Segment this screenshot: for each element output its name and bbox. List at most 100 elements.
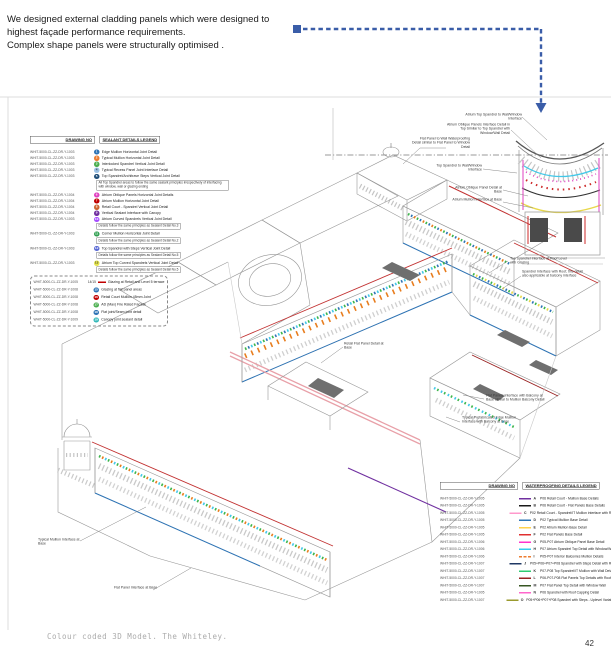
waterproofing-legend-row: WHIT-5000-CL-ZZ-DR-Y-1006 I P05-P07 Inte… — [440, 553, 611, 560]
annotation-label: Typical Prefabricated Edge Mullion Inter… — [462, 416, 516, 424]
drawing-number: WHIT-5000-CL-ZZ-DR-Y-1008 — [33, 303, 78, 307]
legend-row-label: P06-P07-P08 Flat Panels Top Details with… — [540, 576, 611, 581]
legend-row-label: Interlocked Spandrel Vertical Joint Deta… — [101, 162, 165, 166]
waterproofing-legend-row: WHIT-5000-CL-ZZ-DR-Y-1007 O P05+P06+P07+… — [440, 597, 611, 604]
drawing-number: WHIT-5000-CL-ZZ-DR-Y-1008 — [33, 295, 78, 300]
legend-row-letter: M — [533, 583, 537, 588]
inset-detail — [515, 140, 605, 265]
legend-row-letter: K — [533, 569, 537, 573]
annotation-label: Top Spandrel to Wall/Window Interface — [436, 164, 482, 172]
legend-note: Details follow the same principles as Se… — [96, 222, 181, 230]
sealant-legend-row: WHIT-5000-CL-ZZ-DR-Y-1003 1 Edge Mullion… — [30, 149, 260, 155]
waterproofing-legend: DRAWING NO WATERPROOFING DETAILS LEGEND … — [440, 482, 611, 660]
annotation-label: Atrium Mullion Interface at Base — [452, 198, 502, 202]
legend-row-letter: A — [533, 496, 537, 501]
annotation-label: Typical Mullion Interface at Base — [38, 538, 80, 546]
frame-lines — [0, 96, 611, 630]
legend-row-letter: B — [533, 504, 537, 508]
mid-facade-band — [239, 247, 453, 383]
legend-marker-icon: 15 — [93, 287, 99, 293]
legend-row-label: P05+P06+P07+P08 Spandrel with Steps - Up… — [526, 598, 611, 602]
legend-line-swatch — [519, 497, 531, 500]
waterproofing-legend-drawing-no-header: DRAWING NO — [440, 482, 518, 490]
legend-row-label: P07 Atrium Spandrel Top Detail with Wind… — [540, 547, 611, 552]
waterproofing-legend-row: WHIT-5000-CL-ZZ-DR-Y-1006 H P07 Atrium S… — [440, 546, 611, 553]
legend-row-letter: I — [533, 554, 535, 559]
legend-row-label: Retail Court Mullion 45mm Joint — [101, 295, 151, 300]
legend-marker-icon: 5 — [94, 173, 100, 180]
legend-row-label: Edge Mullion Horizontal Joint Detail — [101, 150, 157, 154]
waterproofing-legend-title: WATERPROOFING DETAILS LEGEND — [522, 482, 600, 490]
intro-text: We designed external cladding panels whi… — [7, 13, 307, 52]
legend-row-label: Glazing at Retail and Level 5 terrace — [107, 280, 165, 285]
legend-line-swatch — [519, 505, 531, 507]
legend-row-letter: N — [533, 591, 537, 595]
sealant-legend-row: WHIT-5000-CL-ZZ-DR-Y-1008 17 AD (Max) Fi… — [34, 301, 165, 309]
annotation-label: Flat Panel Interface at Base — [114, 586, 158, 590]
sealant-legend-row: WHIT-5000-CL-ZZ-DR-Y-1004 6 Atrium Obliq… — [30, 192, 260, 198]
legend-row-label: P05+P06+P07+P08 Spandrel with Steps Deta… — [529, 562, 611, 566]
legend-row-letter: O — [520, 598, 524, 602]
sealant-legend-rows: WHIT-5000-CL-ZZ-DR-Y-1003 1 Edge Mullion… — [30, 149, 260, 274]
sealant-legend-row: WHIT-5000-CL-ZZ-DR-Y-1004 8 Retail Court… — [30, 204, 260, 210]
sealant-legend-row: WHIT-5000-CL-ZZ-DR-Y-1003 10 Atrium Curv… — [30, 216, 260, 223]
waterproofing-legend-row: WHIT-5000-CL-ZZ-DR-Y-1005 A P06 Retail C… — [440, 495, 611, 502]
drawing-number: WHIT-5000-CL-ZZ-DR-Y-1005 — [440, 496, 485, 501]
legend-row-label: Atrium Oblique Panels Horizontal Joint D… — [101, 193, 174, 197]
legend-row-letter: F — [533, 533, 536, 537]
legend-row-label: P02 Typical Mullion Base Detail — [540, 518, 588, 523]
legend-line-swatch — [509, 512, 522, 514]
legend-marker-icon: 7 — [94, 198, 100, 204]
drawing-number: WHIT-5000-CL-ZZ-DR-Y-1003 — [30, 232, 75, 236]
legend-marker-icon: 17 — [93, 302, 99, 308]
legend-row-label: Canopy joint sealant detail — [101, 318, 143, 322]
east-block — [469, 239, 601, 357]
legend-row-label: Glazing at flat panel areas — [101, 288, 142, 292]
drawing-number: WHIT-5000-CL-ZZ-DR-Y-1004 — [30, 205, 75, 209]
legend-line-swatch — [519, 526, 531, 529]
legend-row-label: Retail Court - Spandrel Vertical Joint D… — [101, 205, 169, 209]
drawing-number: WHIT-5000-CL-ZZ-DR-Y-1005 — [33, 280, 78, 285]
legend-row-label: P05-P07 Interior Balconies Mullion Detai… — [540, 554, 604, 559]
drawing-number: WHIT-5000-CL-ZZ-DR-Y-1007 — [440, 583, 485, 588]
annotation-label: Flat Panels Interface with Balcony at Ba… — [486, 394, 545, 402]
drawing-number: WHIT-5000-CL-ZZ-DR-Y-1003 — [30, 246, 75, 251]
drawing-number: WHIT-5000-CL-ZZ-DR-Y-1009 — [33, 318, 78, 322]
sealant-legend-row: WHIT-5000-CL-ZZ-DR-Y-1003 5 Top Spandrel… — [30, 173, 260, 180]
drawing-number: WHIT-5000-CL-ZZ-DR-Y-1003 — [30, 261, 75, 265]
drawing-number: WHIT-5000-CL-ZZ-DR-Y-1005 — [440, 504, 485, 508]
drawing-number: WHIT-5000-CL-ZZ-DR-Y-1005 — [440, 511, 485, 515]
legend-note: Details follow the same principles as Se… — [96, 266, 181, 274]
sealant-legend-row: WHIT-5000-CL-ZZ-DR-Y-1008 16 Retail Cour… — [34, 294, 165, 302]
legend-row-letter: D — [533, 518, 537, 523]
legend-row-label: Atrium Curved Spandrels Vertical Joint D… — [101, 217, 172, 222]
drawing-number: WHIT-5000-CL-ZZ-DR-Y-1005 — [440, 518, 485, 523]
waterproofing-legend-rows: WHIT-5000-CL-ZZ-DR-Y-1005 A P06 Retail C… — [440, 495, 611, 604]
annotation-label: Atrium Top Spandrel to Wall/Window Inter… — [465, 113, 522, 121]
intro-line: We designed external cladding panels whi… — [7, 14, 270, 25]
drawing-number: WHIT-5000-CL-ZZ-DR-Y-1006 — [440, 540, 485, 544]
drawing-number: WHIT-5000-CL-ZZ-DR-Y-1004 — [30, 193, 75, 197]
legend-row-label: P07 Flat Panel Top Detail with Window Wa… — [540, 583, 606, 588]
drawing-number: WHIT-5000-CL-ZZ-DR-Y-1006 — [440, 554, 485, 559]
legend-note: All Top Spandrel areas to follow the sam… — [96, 179, 229, 191]
annotation-label: Atrium Oblique Panel Detail at Base — [455, 186, 502, 194]
drawing-number: WHIT-5000-CL-ZZ-DR-Y-1007 — [440, 569, 485, 573]
legend-row-label: Typical Recess Panel Joint Interface Det… — [101, 168, 169, 173]
legend-marker-icon: 10 — [94, 216, 100, 223]
legend-row-letter: L — [533, 576, 536, 581]
legend-row-label: AD (Max) Fire Rated Facade — [101, 303, 146, 307]
dashed-arrow — [293, 25, 547, 113]
waterproofing-legend-row: WHIT-5000-CL-ZZ-DR-Y-1005 D P02 Typical … — [440, 517, 611, 524]
drawing-number: WHIT-5000-CL-ZZ-DR-Y-1003 — [30, 150, 75, 154]
legend-line-swatch — [519, 555, 531, 558]
leader-lines — [79, 116, 548, 591]
legend-line-swatch — [509, 563, 522, 565]
legend-row-label: P02 Flat Panels Base Detail — [540, 533, 583, 537]
annotation-label: Flat Panel to Wall Waterproofing Detail … — [412, 137, 470, 149]
drawing-number: WHIT-5000-CL-ZZ-DR-Y-1004 — [30, 211, 75, 216]
drawing-number: WHIT-5000-CL-ZZ-DR-Y-1005 — [440, 533, 485, 537]
waterproofing-legend-row: WHIT-5000-CL-ZZ-DR-Y-1007 K P07-P08 Top … — [440, 568, 611, 575]
